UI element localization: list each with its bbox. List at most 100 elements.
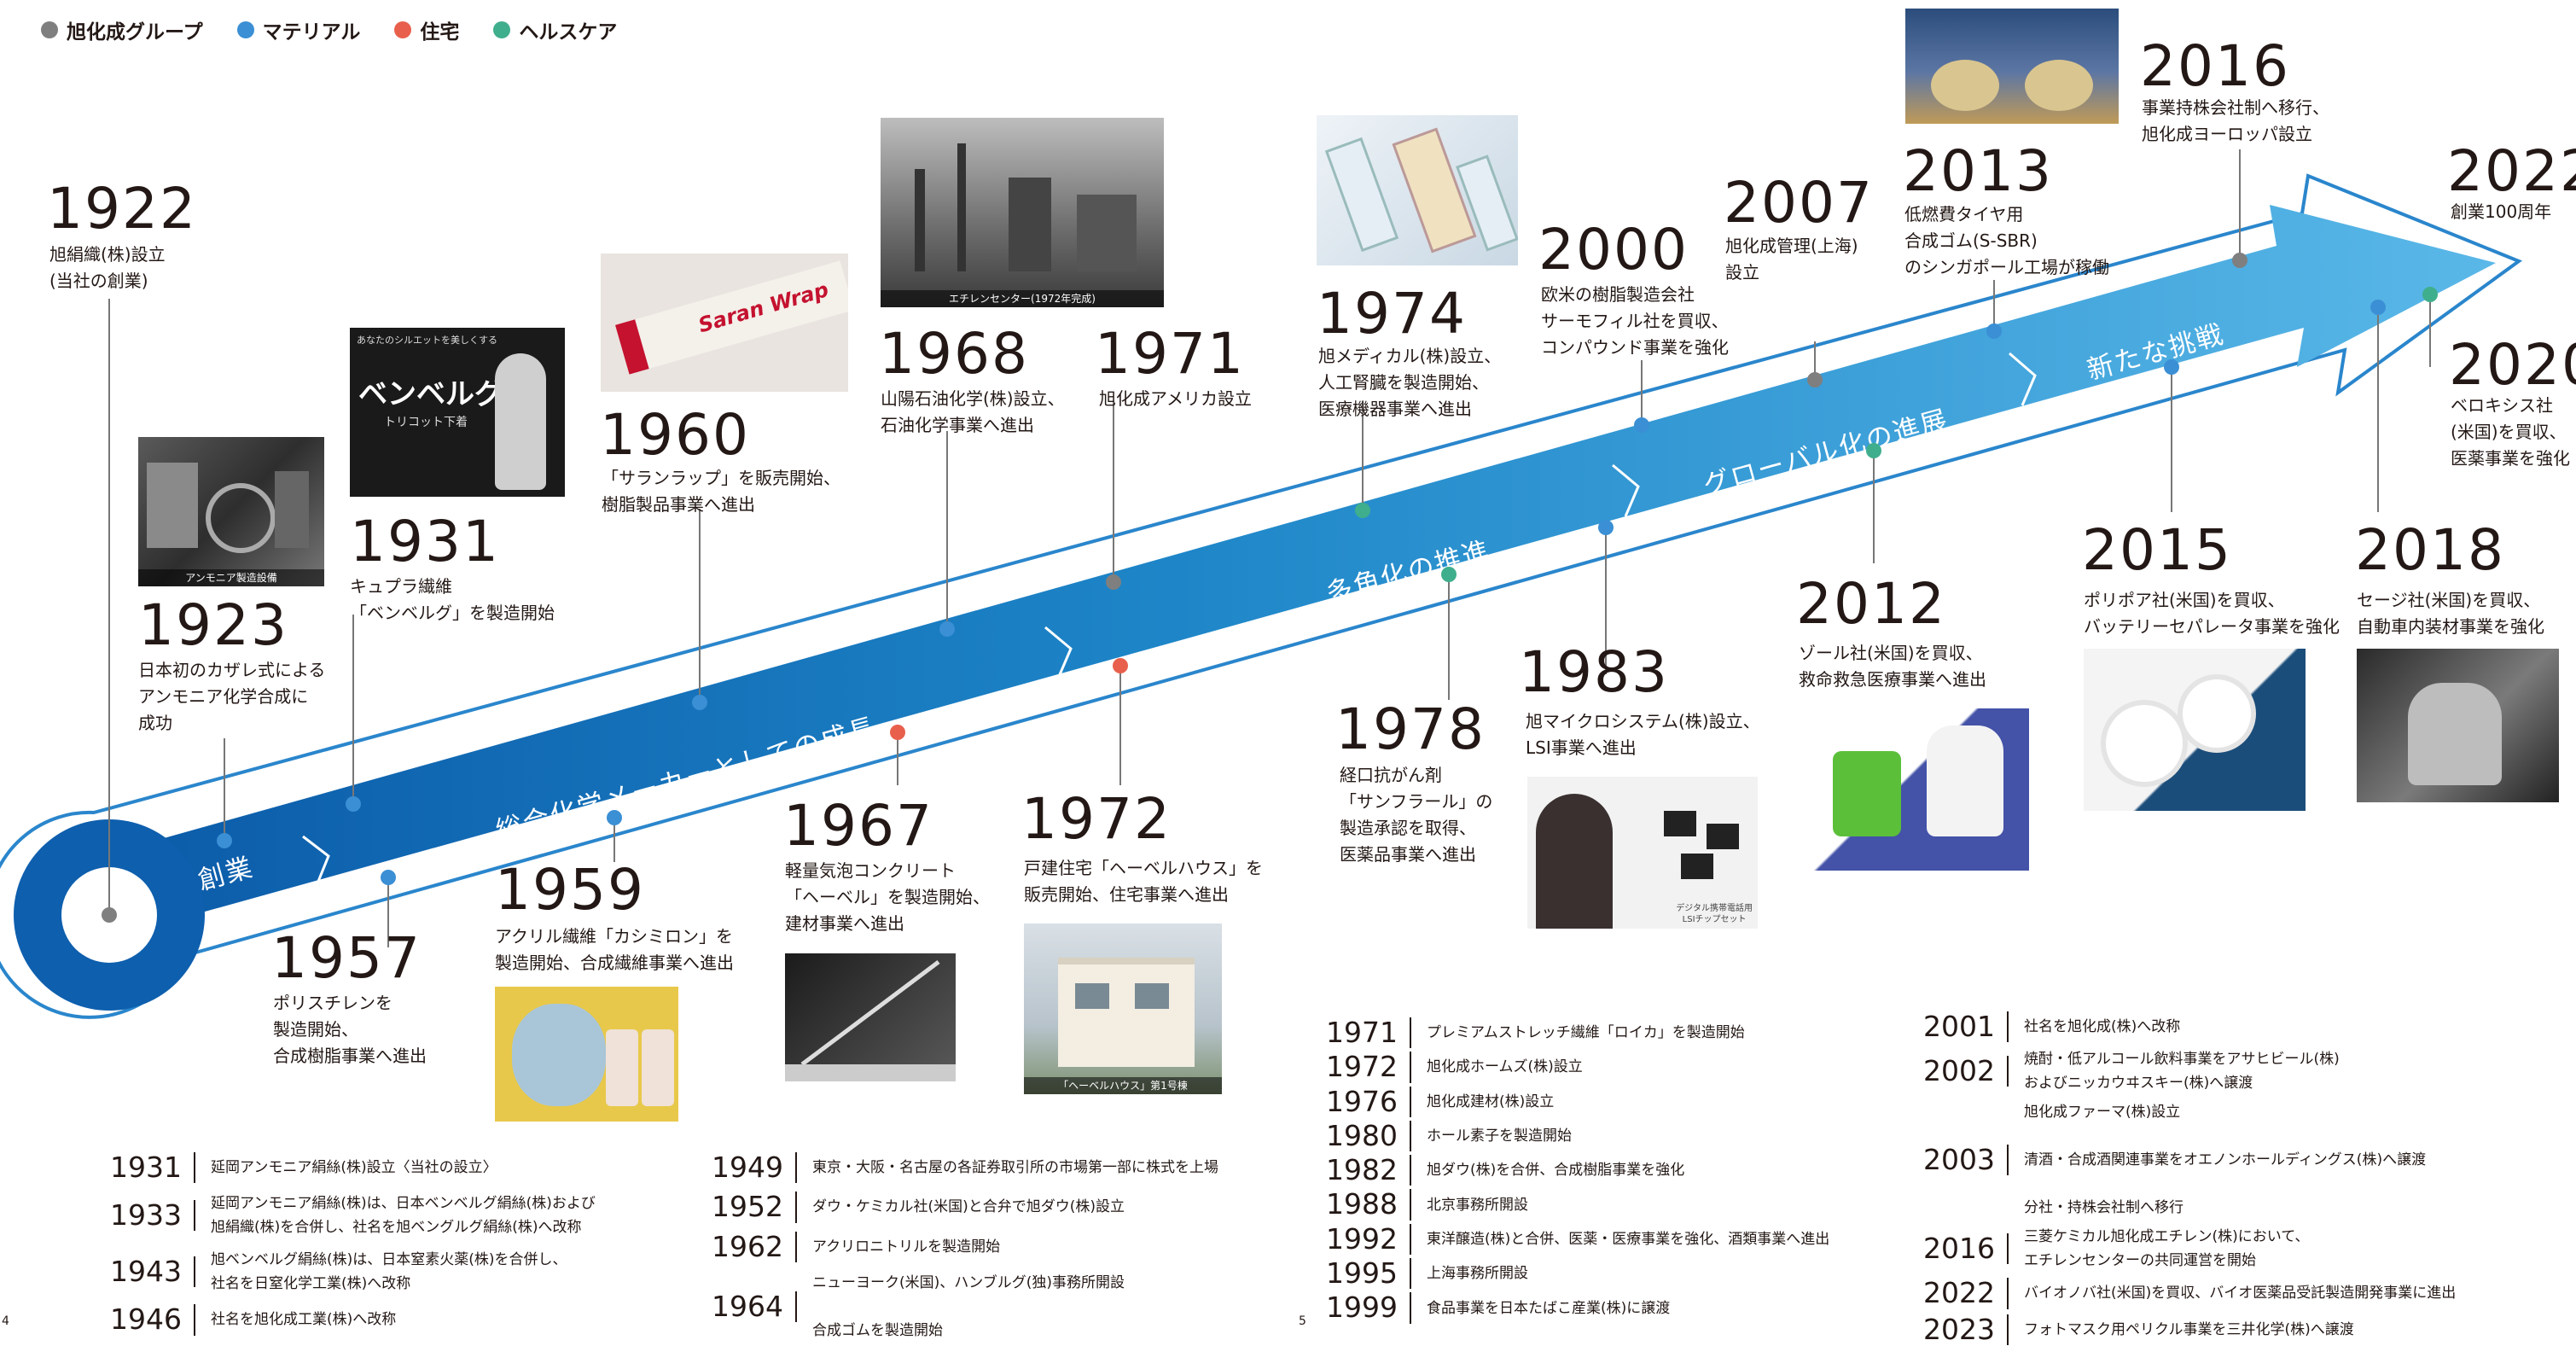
milestone-year-1978: 1978 — [1335, 696, 1486, 762]
table-year: 1992 — [1305, 1223, 1411, 1256]
photo-zoll-aed — [1799, 708, 2029, 871]
milestone-year-1971: 1971 — [1095, 321, 1245, 387]
milestone-text-2012: ゾール社(米国)を買収、 救命救急医療事業へ進出 — [1799, 643, 1986, 690]
yarn-spool — [642, 1029, 674, 1106]
table-year: 2016 — [1903, 1232, 2009, 1265]
table-text: 社名を旭化成工業(株)へ改称 — [211, 1311, 397, 1329]
chip — [1707, 824, 1739, 849]
legend-dot-icon — [394, 21, 412, 38]
photo-caption: 「ヘーベルハウス」第1号棟 — [1024, 1077, 1222, 1094]
table-year: 2023 — [1903, 1314, 2009, 1345]
milestone-text-1923: 日本初のカザレ式による アンモニア化学合成に 成功 — [138, 660, 326, 733]
table-year: 1952 — [691, 1191, 797, 1223]
table-text: 社名を旭化成(株)へ改称 — [2024, 1018, 2181, 1036]
ad-top-text: あなたのシルエットを美しくする — [357, 335, 497, 346]
photo-ammonia-plant: アンモニア製造設備 — [138, 437, 324, 586]
chip — [1681, 854, 1713, 879]
table-row: 1962 アクリロニトリルを製造開始 — [691, 1231, 1218, 1262]
legend: 旭化成グループ マテリアル 住宅 ヘルスケア — [41, 15, 617, 44]
table-text: 東京・大阪・名古屋の各証券取引所の市場第一部に株式を上場 — [812, 1159, 1218, 1177]
table-text: 上海事務所開設 — [1427, 1265, 1528, 1283]
photo-medical-devices — [1317, 115, 1518, 265]
table-year: 1943 — [90, 1256, 195, 1288]
car-seat — [2408, 683, 2502, 785]
milestone-text-1983: 旭マイクロシステム(株)設立、 LSI事業へ進出 — [1526, 711, 1760, 758]
table-text: 旭ベンベルグ絹絲(株)は、日本窒素火薬(株)を合併し、 社名を日窒化学工業(株)… — [211, 1251, 567, 1293]
table-year: 1964 — [691, 1291, 797, 1323]
table-text: 北京事務所開設 — [1427, 1196, 1528, 1214]
photo-car-interior — [2357, 649, 2559, 802]
milestone-year-1931: 1931 — [350, 509, 500, 574]
table-text: 延岡アンモニア絹絲(株)は、日本ベンベルグ絹絲(株)および 旭絹織(株)を合併し… — [211, 1195, 596, 1237]
table-year: 2003 — [1903, 1144, 2009, 1176]
house-window — [1135, 983, 1169, 1009]
legend-dot-icon — [41, 21, 58, 38]
table-text: プレミアムストレッチ繊維「ロイカ」を製造開始 — [1427, 1024, 1745, 1042]
table-row: 2022 バイオノバ社(米国)を買収、バイオ医薬品受託製造開発事業に進出 — [1903, 1277, 2457, 1309]
milestone-year-1972: 1972 — [1021, 786, 1172, 852]
table-year: 1980 — [1305, 1120, 1411, 1152]
table-text: 旭化成建材(株)設立 — [1427, 1093, 1555, 1110]
page-number-left: 4 — [2, 1314, 9, 1328]
milestone-year-1983: 1983 — [1519, 639, 1669, 705]
photo-hebel-stairs — [785, 953, 956, 1081]
milestone-year-1957: 1957 — [271, 925, 422, 991]
refinery-illustration — [915, 143, 1137, 271]
milestone-text-2020: ベロキシス社 (米国)を買収、 医薬事業を強化 — [2451, 395, 2570, 469]
legend-dot-icon — [493, 21, 511, 38]
table-text: アクリロニトリルを製造開始 — [812, 1238, 1001, 1256]
saran-brand: Saran Wrap — [695, 277, 832, 338]
table-row: 1976 旭化成建材(株)設立 — [1305, 1086, 1829, 1117]
milestone-year-1922: 1922 — [47, 176, 197, 242]
lsi-caption: デジタル携帯電話用 LSIチップセット — [1676, 904, 1753, 924]
page-number-right: 5 — [1299, 1314, 1306, 1328]
milestone-text-1960: 「サランラップ」を販売開始、 樹脂製品事業へ進出 — [602, 468, 840, 515]
device-tube — [1324, 137, 1399, 253]
milestone-year-2018: 2018 — [2355, 517, 2505, 583]
table-year: 1946 — [90, 1303, 195, 1336]
saran-box: Saran Wrap — [615, 260, 848, 375]
table-year: 1976 — [1305, 1086, 1411, 1117]
person-figure — [1536, 794, 1613, 929]
table-year: 2022 — [1903, 1277, 2009, 1309]
table-text: バイオノバ社(米国)を買収、バイオ医薬品受託製造開発事業に進出 — [2024, 1285, 2457, 1302]
table-text: 食品事業を日本たばこ産業(株)に譲渡 — [1427, 1299, 1671, 1317]
tank-sphere — [2025, 60, 2093, 111]
milestone-year-2013: 2013 — [1903, 138, 2053, 204]
milestone-year-1959: 1959 — [495, 857, 645, 923]
photo-caption: アンモニア製造設備 — [138, 569, 324, 586]
ad-figure — [495, 353, 546, 490]
table-year: 1962 — [691, 1231, 797, 1262]
milestone-year-1967: 1967 — [783, 793, 933, 859]
aed-device — [1833, 751, 1901, 836]
vest-device — [1927, 725, 2003, 836]
milestone-text-1931: キュプラ繊維 「ベンベルグ」を製造開始 — [350, 576, 555, 623]
legend-dot-icon — [236, 21, 254, 38]
table-text: ホール素子を製造開始 — [1427, 1127, 1572, 1145]
milestone-year-1960: 1960 — [600, 402, 750, 468]
table-text: 焼酎・低アルコール飲料事業をアサヒビール(株) およびニッカウヰスキー(株)へ譲… — [2024, 1051, 2340, 1093]
milestone-text-1978: 経口抗がん剤 「サンフラール」の 製造承認を取得、 医薬品事業へ進出 — [1340, 765, 1493, 865]
milestone-year-2020: 2020 — [2449, 332, 2576, 398]
milestone-year-2000: 2000 — [1538, 217, 1689, 283]
legend-item-healthcare: ヘルスケア — [493, 15, 617, 44]
milestone-text-1974: 旭メディカル(株)設立、 人工腎臓を製造開始、 医療機器事業へ進出 — [1318, 346, 1502, 419]
milestone-year-2015: 2015 — [2082, 517, 2232, 583]
milestone-year-2022: 2022 — [2447, 138, 2576, 204]
house-body — [1058, 958, 1195, 1067]
photo-cashmilon — [495, 987, 678, 1122]
milestone-text-1922: 旭絹織(株)設立 (当社の創業) — [49, 244, 166, 291]
